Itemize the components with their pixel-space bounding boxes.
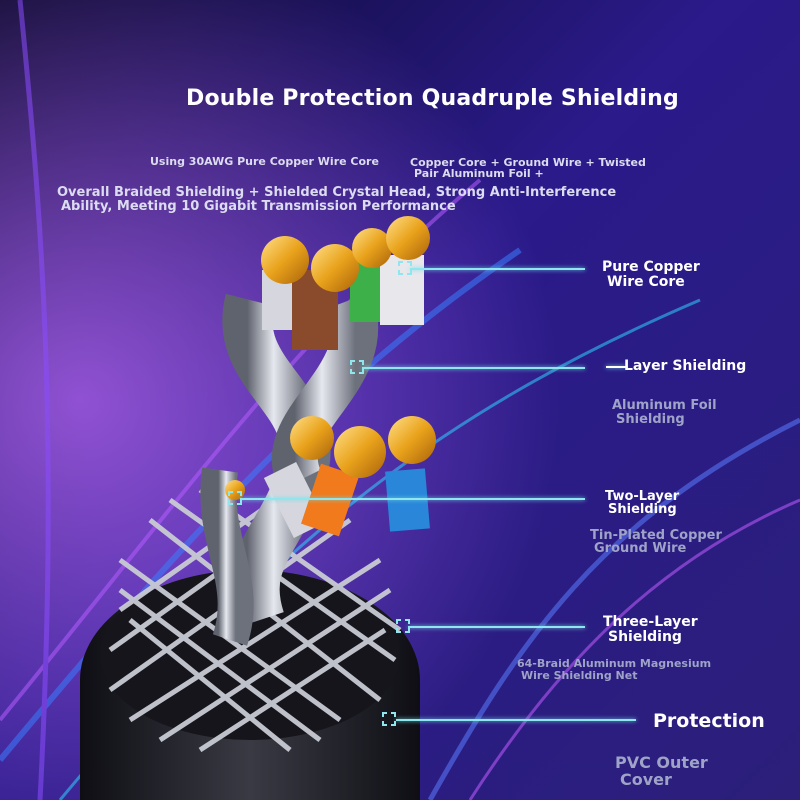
note-ground-wire-line2: Pair Aluminum Foil + (414, 167, 544, 180)
page-title: Double Protection Quadruple Shielding (186, 86, 679, 111)
marker-icon (382, 712, 396, 726)
callout-layer-shielding: Layer Shielding (624, 358, 747, 374)
note-braided-line1: Overall Braided Shielding + Shielded Cry… (57, 185, 617, 200)
callout-pure-copper-line1: Pure Copper (602, 259, 700, 275)
callout-protection-sub2: Cover (620, 770, 672, 789)
callout-three-layer-sub2: Wire Shielding Net (521, 669, 638, 682)
note-ground-wire-line1: Copper Core + Ground Wire + Twisted (410, 156, 646, 169)
marker-icon (228, 491, 242, 505)
note-copper-core: Using 30AWG Pure Copper Wire Core (150, 155, 379, 168)
callout-protection-sub1: PVC Outer (615, 753, 708, 772)
callout-layer-shielding-sub1: Aluminum Foil (612, 398, 717, 413)
leader-line-protection (396, 719, 636, 721)
callout-protection: Protection (653, 710, 765, 732)
callout-two-layer-line1: Two-Layer (605, 489, 680, 504)
leader-line-pure-copper (410, 268, 585, 270)
marker-icon (398, 261, 412, 275)
leader-line-layer-shielding-end (606, 366, 626, 368)
marker-icon (396, 619, 410, 633)
callout-three-layer-sub1: 64-Braid Aluminum Magnesium (517, 657, 712, 670)
callout-three-layer-line1: Three-Layer (603, 614, 698, 630)
callout-pure-copper-line2: Wire Core (607, 274, 685, 290)
leader-line-two-layer (240, 498, 585, 500)
marker-icon (350, 360, 364, 374)
callout-two-layer-line2: Shielding (608, 502, 677, 517)
note-braided-line2: Ability, Meeting 10 Gigabit Transmission… (61, 199, 456, 214)
callout-two-layer-sub2: Ground Wire (594, 541, 687, 556)
leader-line-three-layer (408, 626, 585, 628)
callout-three-layer-line2: Shielding (608, 629, 682, 645)
callout-two-layer-sub1: Tin-Plated Copper (590, 528, 722, 543)
leader-line-layer-shielding (362, 367, 585, 369)
callout-layer-shielding-sub2: Shielding (616, 412, 685, 427)
